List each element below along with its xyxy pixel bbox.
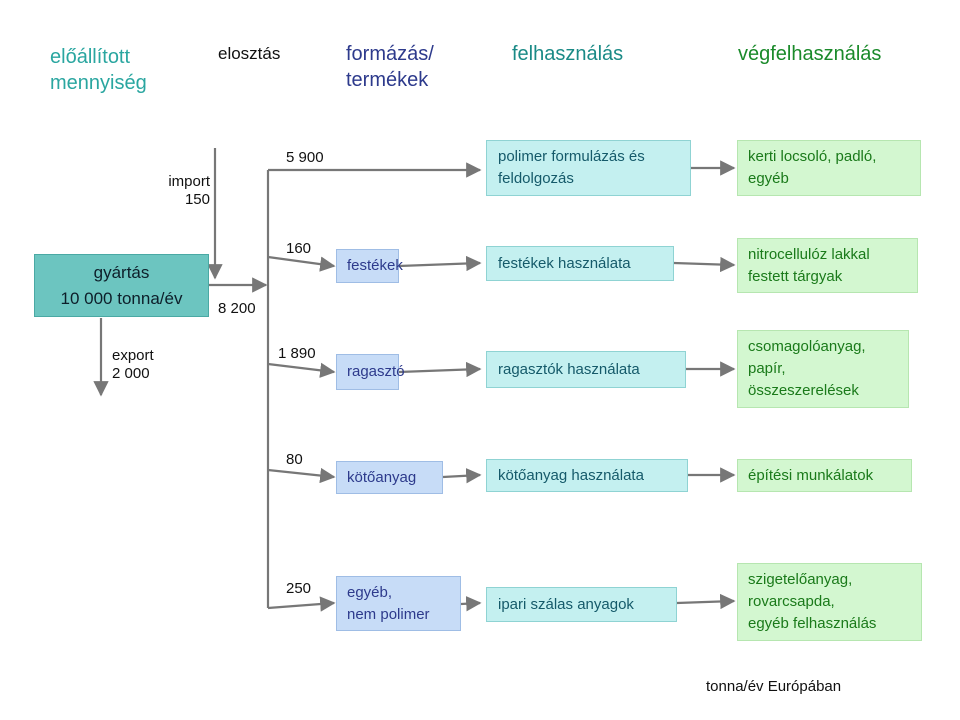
header-produced-line2: mennyiség (50, 72, 147, 94)
product-box-ragaszto: ragasztó (336, 354, 405, 390)
usage-box-ragasztok: ragasztók használata (486, 351, 686, 388)
production-label-line1: gyártás (93, 262, 150, 282)
usage-box-ipari: ipari szálas anyagok (486, 587, 677, 622)
products-to-usage-arrow-2 (398, 255, 482, 272)
usage-label: polimer formulázás és feldolgozás (498, 148, 645, 187)
usage-to-enduse-arrow-5 (676, 593, 736, 610)
products-to-usage-arrow-4 (442, 468, 482, 484)
enduse-box-epitesi: építési munkálatok (737, 459, 912, 492)
branch-quantity: 5 900 (286, 149, 324, 166)
usage-label: ragasztók használata (498, 360, 640, 378)
enduse-label: kerti locsoló, padló, egyéb (748, 148, 877, 187)
branch-quantity: 250 (286, 580, 312, 597)
header-distribution: elosztás (218, 44, 281, 63)
branch-quantity: 1 890 (278, 345, 316, 362)
header-forming-line1: formázás/ (346, 43, 434, 65)
enduse-label: szigetelőanyag, rovarcsapda, egyéb felha… (748, 571, 877, 632)
usage-label: festékek használata (498, 254, 631, 272)
header-produced-line1: előállított (50, 46, 131, 68)
product-label: egyéb, nem polimer (347, 583, 430, 623)
header-forming-line2: termékek (346, 69, 429, 91)
production-box: gyártás 10 000 tonna/év (34, 254, 209, 317)
distribution-total: 8 200 (218, 300, 256, 317)
usage-label: ipari szálas anyagok (498, 595, 634, 613)
product-box-egyeb: egyéb, nem polimer (336, 576, 461, 631)
products-to-usage-arrow-3 (398, 361, 482, 378)
branch-4-arrow (267, 467, 336, 484)
production-label-line2: 10 000 tonna/év (60, 288, 183, 308)
product-box-kotoanyag: kötőanyag (336, 461, 443, 494)
enduse-box-csomagolo: csomagolóanyag, papír, összeszerelések (737, 330, 909, 408)
enduse-box-nitrocelluloz: nitrocellulóz lakkal festett tárgyak (737, 238, 918, 293)
product-label: festékek (347, 257, 403, 274)
usage-box-kotoanyag: kötőanyag használata (486, 459, 688, 492)
products-to-usage-arrow-5 (460, 596, 482, 612)
enduse-label: csomagolóanyag, papír, összeszerelések (748, 338, 866, 399)
product-label: ragasztó (347, 363, 405, 380)
branch-3-arrow (267, 362, 336, 378)
header-forming-products: formázás/ termékek (346, 41, 434, 93)
export-label: export 2 000 (112, 347, 154, 382)
enduse-box-szigetelo: szigetelőanyag, rovarcsapda, egyéb felha… (737, 563, 922, 641)
branch-5-arrow (267, 596, 336, 612)
product-box-festekek: festékek (336, 249, 403, 283)
enduse-label: építési munkálatok (748, 466, 874, 484)
header-produced-quantity: előállított mennyiség (50, 44, 147, 96)
header-usage: felhasználás (512, 43, 624, 65)
product-label: kötőanyag (347, 468, 417, 486)
usage-label: kötőanyag használata (498, 466, 644, 484)
enduse-label: nitrocellulóz lakkal festett tárgyak (748, 245, 870, 285)
branch-quantity: 160 (286, 240, 312, 257)
usage-to-enduse-arrow-2 (673, 256, 736, 273)
import-label: import 150 (168, 173, 210, 208)
usage-box-festekek: festékek használata (486, 246, 674, 281)
header-end-use: végfelhasználás (738, 43, 882, 65)
branch-2-arrow (267, 255, 336, 272)
branch-quantity: 80 (286, 451, 303, 468)
enduse-box-kerti: kerti locsoló, padló, egyéb (737, 140, 921, 196)
usage-box-polimer: polimer formulázás és feldolgozás (486, 140, 691, 196)
units-footnote: tonna/év Európában (706, 678, 842, 695)
